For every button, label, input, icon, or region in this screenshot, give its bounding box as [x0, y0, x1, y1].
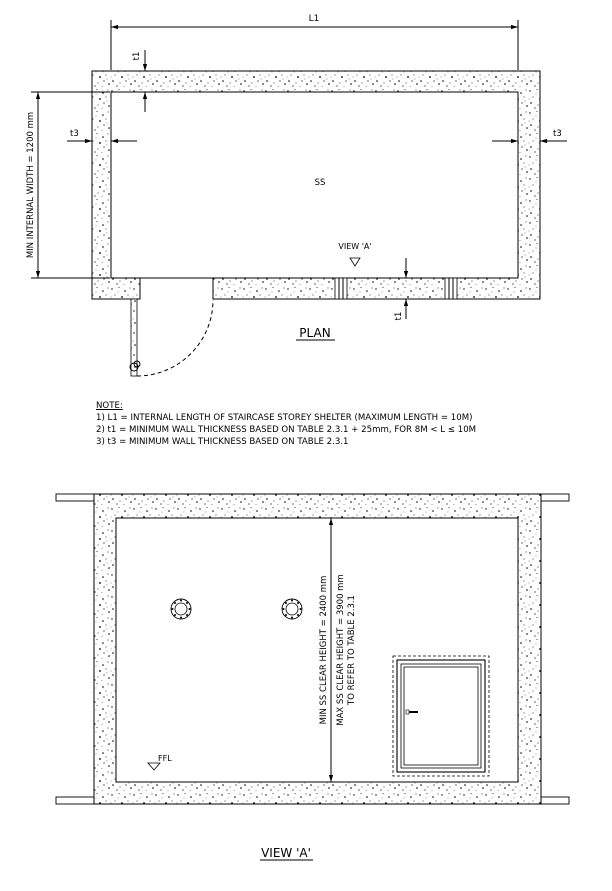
- plan-room-interior: [110, 91, 519, 279]
- wall-vent: [444, 277, 458, 300]
- view-a-marker-label: VIEW 'A': [338, 242, 371, 251]
- room-label-ss: SS: [315, 178, 326, 188]
- notes-block: NOTE: 1) L1 = INTERNAL LENGTH OF STAIRCA…: [96, 400, 476, 448]
- dimension-t1-bottom: t1: [394, 258, 409, 321]
- dimension-t1-top: t1: [132, 50, 148, 112]
- dimension-label-t1-bottom: t1: [394, 312, 404, 321]
- shelter-door: [392, 655, 490, 777]
- refer-table-label: TO REFER TO TABLE 2.3.1: [347, 595, 357, 706]
- min-clear-height-label: MIN SS CLEAR HEIGHT = 2400 mm: [319, 576, 329, 725]
- view-a-marker-triangle: [349, 257, 361, 267]
- note-item: 1) L1 = INTERNAL LENGTH OF STAIRCASE STO…: [96, 413, 473, 423]
- elevation-view: MIN SS CLEAR HEIGHT = 2400 mm MAX SS CLE…: [55, 493, 570, 861]
- door-swing: [129, 298, 214, 377]
- ffl-marker-triangle: [147, 762, 161, 771]
- dimension-t3-right: t3: [492, 129, 567, 144]
- dimension-label-t3-left: t3: [70, 129, 79, 139]
- vent-fitting: [281, 598, 303, 620]
- ffl-label: FFL: [158, 754, 172, 763]
- dimension-label-l1: L1: [309, 14, 320, 24]
- wall-vent: [334, 277, 348, 300]
- dimension-t3-left: t3: [67, 129, 137, 144]
- view-a-title: VIEW 'A': [261, 846, 311, 860]
- plan-view: L1 t1 t3 t3 MIN INTERNAL WIDTH = 1200 mm: [26, 14, 567, 377]
- notes-heading: NOTE:: [96, 401, 123, 411]
- vent-fitting: [170, 598, 192, 620]
- plan-title: PLAN: [299, 326, 330, 340]
- max-clear-height-label: MAX SS CLEAR HEIGHT = 3900 mm: [336, 574, 346, 726]
- dimension-min-internal-width: MIN INTERNAL WIDTH = 1200 mm: [26, 91, 110, 279]
- note-item: 2) t1 = MINIMUM WALL THICKNESS BASED ON …: [96, 425, 477, 435]
- dimension-label-t1-top: t1: [132, 52, 142, 61]
- note-item: 3) t3 = MINIMUM WALL THICKNESS BASED ON …: [96, 437, 349, 447]
- min-internal-width-label: MIN INTERNAL WIDTH = 1200 mm: [26, 112, 36, 258]
- dimension-label-t3-right: t3: [553, 129, 562, 139]
- dimension-l1: L1: [110, 14, 519, 70]
